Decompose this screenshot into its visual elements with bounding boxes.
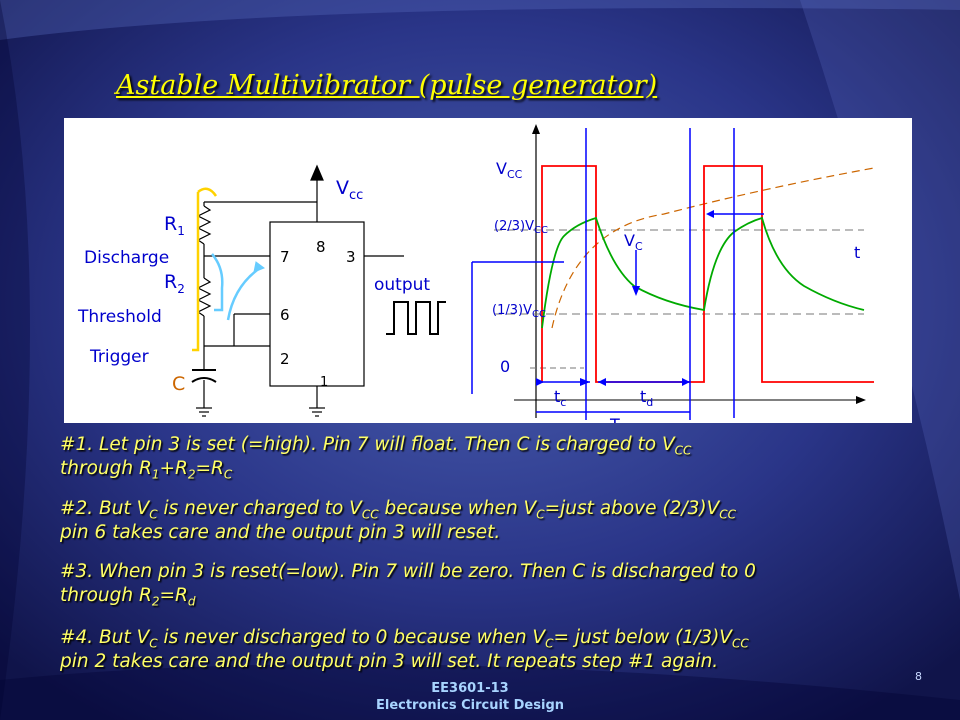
waveform-diagram: VCC (2/3)VCC (1/3)VCC 0 VC t tc td T bbox=[471, 124, 875, 423]
step-1-text: #1. Let pin 3 is set (=high). Pin 7 will… bbox=[60, 434, 692, 482]
circuit-diagram bbox=[191, 164, 446, 417]
period-label: T bbox=[609, 415, 620, 423]
pin2-label: 2 bbox=[280, 350, 290, 368]
charging-asymptote bbox=[551, 167, 875, 329]
page-number: 8 bbox=[915, 670, 922, 683]
vc-curve bbox=[541, 216, 865, 329]
pin7-label: 7 bbox=[280, 248, 290, 266]
footer-course-name: Electronics Circuit Design bbox=[375, 698, 565, 713]
discharge-label: Discharge bbox=[84, 248, 169, 268]
diagram-panel bbox=[64, 118, 912, 423]
vcc-label: Vcc bbox=[336, 177, 363, 203]
charge-time-label: tc bbox=[554, 387, 566, 409]
capacitor-plate-bottom bbox=[191, 377, 217, 383]
signal-arrows bbox=[192, 187, 266, 352]
output-pulse-icon bbox=[386, 301, 446, 335]
threshold-label: Threshold bbox=[77, 307, 162, 327]
vcc-arrow bbox=[310, 164, 324, 181]
r1-label: R1 bbox=[164, 213, 185, 238]
one-third-level-label: (1/3)VCC bbox=[492, 303, 546, 320]
time-label: t bbox=[854, 243, 860, 262]
step-3-text: #3. When pin 3 is reset(=low). Pin 7 wil… bbox=[60, 561, 756, 609]
step-2-text: #2. But VC is never charged to VCC becau… bbox=[60, 498, 736, 543]
slide-title: Astable Multivibrator (pulse generator) bbox=[116, 70, 658, 101]
step-4-text: #4. But VC is never discharged to 0 beca… bbox=[60, 627, 749, 672]
r1-resistor bbox=[196, 205, 212, 245]
output-label: output bbox=[374, 275, 430, 295]
two-thirds-level-label: (2/3)VCC bbox=[494, 219, 548, 236]
pin3-label: 3 bbox=[346, 248, 356, 266]
capacitor-label: C bbox=[172, 373, 185, 395]
waveform-labels: VCC (2/3)VCC (1/3)VCC 0 VC t tc td T bbox=[492, 159, 860, 423]
discharge-time-label: td bbox=[640, 387, 653, 409]
r2-label: R2 bbox=[164, 271, 185, 296]
zero-level-label: 0 bbox=[500, 357, 510, 376]
r2-resistor bbox=[196, 277, 212, 317]
circuit-and-waveform-diagram: Vcc R1 Discharge R2 Threshold Trigger C … bbox=[77, 124, 875, 423]
vc-curve-label: VC bbox=[624, 231, 643, 253]
pin8-label: 8 bbox=[316, 238, 326, 256]
vcc-level-label: VCC bbox=[496, 159, 523, 181]
circuit-labels: Vcc R1 Discharge R2 Threshold Trigger C … bbox=[77, 177, 430, 395]
footer-course-code: EE3601-13 bbox=[431, 681, 509, 696]
trigger-label: Trigger bbox=[89, 347, 149, 367]
pin6-label: 6 bbox=[280, 306, 290, 324]
pin1-label: 1 bbox=[320, 375, 328, 390]
